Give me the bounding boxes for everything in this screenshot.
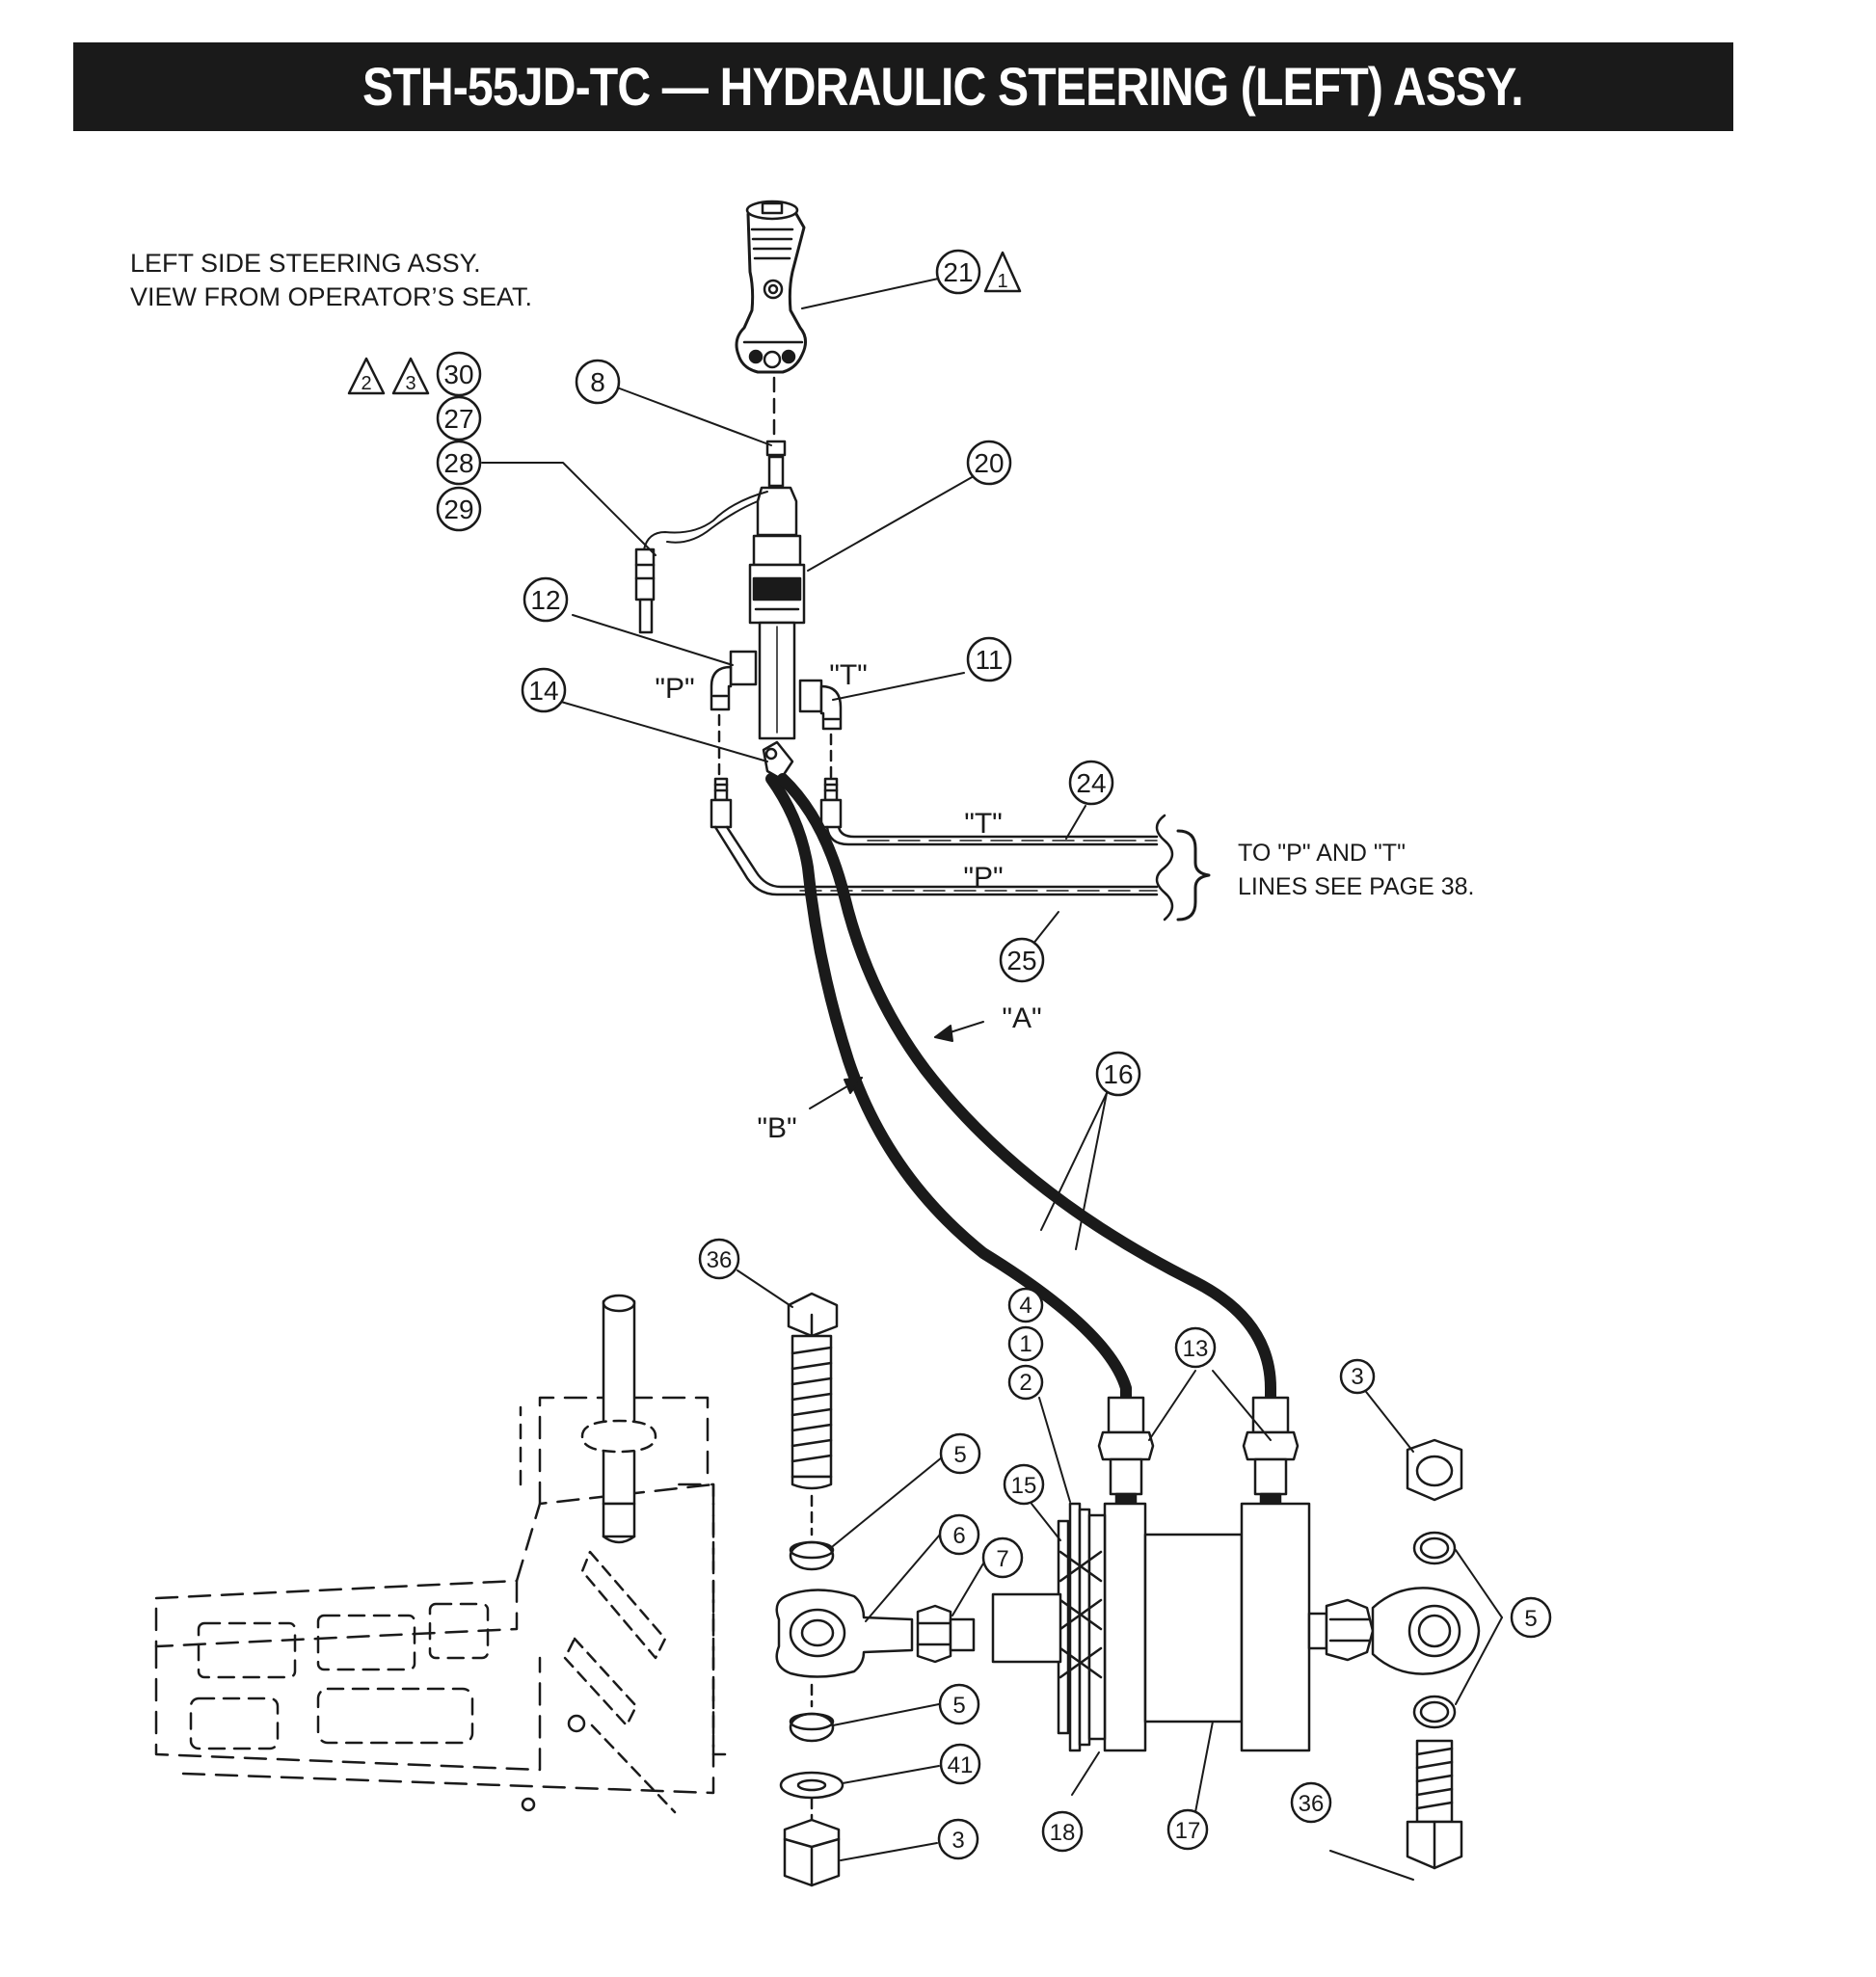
- callout-16: 16: [1103, 1059, 1133, 1089]
- callout-28: 28: [443, 448, 473, 478]
- callout-6: 6: [952, 1523, 965, 1549]
- callout-bubbles: [436, 249, 1552, 1860]
- callout-14: 14: [528, 676, 558, 706]
- callout-24: 24: [1076, 768, 1106, 798]
- callout-15: 15: [1011, 1473, 1037, 1499]
- view-note-line1: LEFT SIDE STEERING ASSY.: [130, 249, 481, 278]
- frame-bracket: [154, 1294, 735, 1814]
- note-flag-3: 3: [405, 373, 415, 394]
- view-note: LEFT SIDE STEERING ASSY. VIEW FROM OPERA…: [130, 247, 532, 314]
- wire-harness: [634, 491, 768, 634]
- callout-27: 27: [443, 404, 473, 434]
- callout-12: 12: [530, 585, 560, 615]
- fitting-12-p-port: [710, 650, 758, 711]
- callout-5-lower: 5: [952, 1693, 965, 1719]
- right-hardware: [1406, 1438, 1463, 1870]
- callout-18: 18: [1050, 1820, 1076, 1846]
- port-labels: "P" "T" "T" "P" "A" "B": [655, 659, 1041, 1144]
- callout-17: 17: [1175, 1818, 1201, 1844]
- note-flag-triangles: [347, 251, 1022, 395]
- callout-2: 2: [1019, 1370, 1032, 1396]
- page-title: STH-55JD-TC — HYDRAULIC STEERING (LEFT) …: [362, 56, 1524, 117]
- label-p-line: "P": [963, 862, 1003, 894]
- label-p-port: "P": [655, 673, 694, 705]
- callout-1: 1: [1019, 1331, 1032, 1357]
- note-flag-1: 1: [997, 271, 1007, 292]
- callout-25: 25: [1006, 946, 1036, 975]
- callout-20: 20: [974, 448, 1004, 478]
- hose-a: [777, 773, 1276, 1403]
- callout-3-bottom: 3: [951, 1828, 964, 1854]
- hard-line-25-p: [713, 825, 1159, 896]
- callout-5-upper: 5: [953, 1442, 966, 1468]
- center-hardware: [775, 1292, 976, 1887]
- title-bar: STH-55JD-TC — HYDRAULIC STEERING (LEFT) …: [73, 42, 1733, 131]
- callout-29: 29: [443, 494, 473, 524]
- callout-8: 8: [590, 367, 605, 397]
- steering-knob: [735, 200, 807, 374]
- callout-36-bottom: 36: [1299, 1791, 1325, 1817]
- steering-valve: [748, 440, 806, 740]
- label-t-line: "T": [964, 808, 1003, 840]
- callout-41: 41: [948, 1752, 974, 1778]
- callout-5-right: 5: [1524, 1606, 1537, 1632]
- callout-texts: 21 8 20 30 27 28 29 12 11 14 24 25 16 36…: [361, 257, 1537, 1854]
- lines-note-line1: TO "P" AND "T": [1238, 840, 1406, 867]
- hose-arrows: [809, 1021, 984, 1109]
- label-t-port: "T": [829, 659, 868, 691]
- fitting-11-t-port: [798, 679, 843, 731]
- fitting-14: [762, 740, 794, 781]
- lines-note-line2: LINES SEE PAGE 38.: [1238, 873, 1475, 900]
- callout-30: 30: [443, 360, 473, 389]
- lines-note: TO "P" AND "T" LINES SEE PAGE 38.: [1238, 837, 1474, 904]
- label-b-hose: "B": [757, 1112, 796, 1144]
- hydraulic-cylinder: [991, 1396, 1481, 1752]
- callout-3-right: 3: [1351, 1364, 1363, 1390]
- view-note-line2: VIEW FROM OPERATOR’S SEAT.: [130, 282, 533, 311]
- callout-36-top: 36: [707, 1247, 733, 1273]
- leader-lines: [481, 277, 1503, 1881]
- line-fittings: [710, 777, 843, 829]
- note-flag-2: 2: [361, 373, 371, 394]
- callout-4: 4: [1019, 1293, 1032, 1319]
- callout-21: 21: [943, 257, 973, 287]
- hard-line-24-t: [825, 825, 1159, 846]
- label-a-hose: "A": [1002, 1002, 1041, 1034]
- hose-b: [765, 773, 1132, 1403]
- callout-11: 11: [975, 645, 1003, 675]
- callout-7: 7: [996, 1546, 1008, 1572]
- callout-13: 13: [1183, 1336, 1209, 1362]
